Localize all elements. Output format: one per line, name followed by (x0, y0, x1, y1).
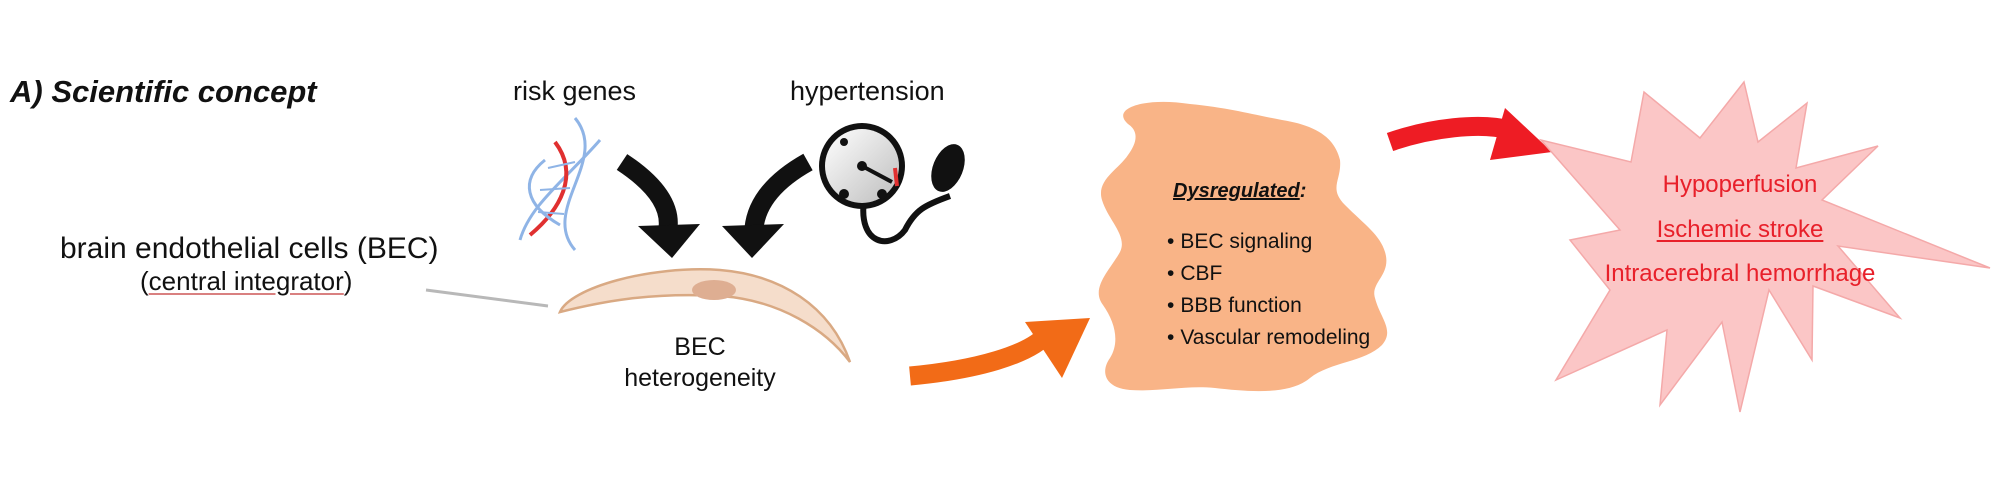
dysregulated-item: CBF (1167, 258, 1370, 290)
dysregulated-colon: : (1299, 180, 1307, 202)
orange-arrow (909, 318, 1090, 386)
bec-subtitle: (central integrator) (140, 266, 352, 297)
dysregulated-item: Vascular remodeling (1167, 322, 1370, 354)
dna-icon (518, 117, 602, 251)
outcome-intracerebral-hemorrhage: Intracerebral hemorrhage (1604, 260, 1876, 287)
outcome-starburst (1538, 80, 1991, 413)
hypertension-label: hypertension (790, 76, 945, 106)
heterogeneity-line-1: BEC (674, 333, 726, 361)
red-arrow (1386, 108, 1552, 160)
blood-pressure-gauge-icon (819, 123, 965, 245)
bec-subtitle-open: ( (140, 266, 149, 296)
dysregulated-item: BBB function (1167, 290, 1370, 322)
bec-title: brain endothelial cells (BEC) (60, 232, 439, 265)
outcome-hypoperfusion: Hypoperfusion (1662, 171, 1818, 198)
dysregulated-heading: Dysregulated: (1173, 180, 1306, 203)
outcome-ischemic-stroke: Ischemic stroke (1656, 216, 1824, 243)
risk-genes-label: risk genes (513, 76, 637, 106)
bec-subtitle-text: central integrator (148, 266, 344, 296)
endothelial-cell-icon (557, 268, 852, 363)
hypertension-arrow (722, 153, 813, 258)
dysregulated-heading-text: Dysregulated (1173, 180, 1300, 202)
bec-heterogeneity-label: BEC heterogeneity (620, 332, 780, 394)
bec-connector-line (425, 288, 549, 308)
heterogeneity-line-2: heterogeneity (624, 364, 776, 392)
panel-title: A) Scientific concept (10, 74, 317, 109)
dysregulated-item: BEC signaling (1167, 226, 1370, 258)
bec-subtitle-close: ) (343, 266, 353, 296)
risk-genes-arrow (616, 154, 700, 258)
dysregulated-list: BEC signaling CBF BBB function Vascular … (1167, 226, 1370, 354)
